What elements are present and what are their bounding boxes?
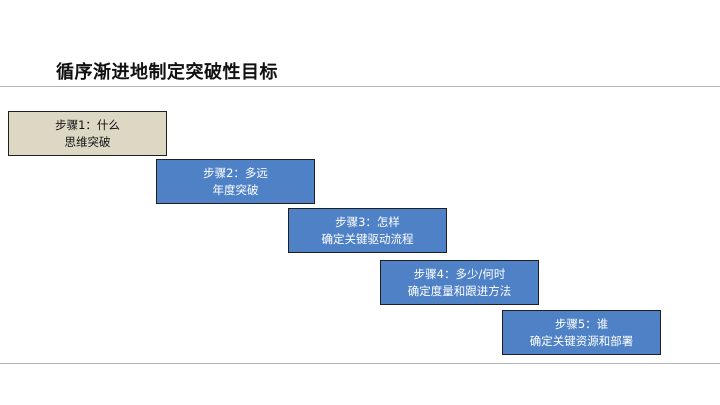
step-4-box: 步骤4：多少/何时 确定度量和跟进方法 — [380, 260, 539, 305]
step-2-description: 年度突破 — [212, 182, 259, 197]
step-1-heading: 步骤1：什么 — [55, 117, 120, 132]
slide-title: 循序渐进地制定突破性目标 — [56, 62, 278, 83]
step-4-description: 确定度量和跟进方法 — [407, 283, 512, 298]
step-2-heading: 步骤2：多远 — [203, 165, 268, 180]
title-divider — [0, 86, 720, 87]
step-2-box: 步骤2：多远 年度突破 — [156, 159, 315, 204]
step-5-description: 确定关键资源和部署 — [529, 333, 634, 348]
step-3-description: 确定关键驱动流程 — [321, 231, 414, 246]
step-5-box: 步骤5：谁 确定关键资源和部署 — [502, 310, 661, 355]
step-3-box: 步骤3：怎样 确定关键驱动流程 — [288, 208, 447, 253]
step-5-heading: 步骤5：谁 — [554, 316, 609, 331]
step-1-description: 思维突破 — [64, 134, 111, 149]
step-1-box: 步骤1：什么 思维突破 — [8, 111, 167, 156]
step-4-heading: 步骤4：多少/何时 — [413, 266, 506, 281]
footer-divider — [0, 363, 720, 364]
step-3-heading: 步骤3：怎样 — [335, 214, 400, 229]
